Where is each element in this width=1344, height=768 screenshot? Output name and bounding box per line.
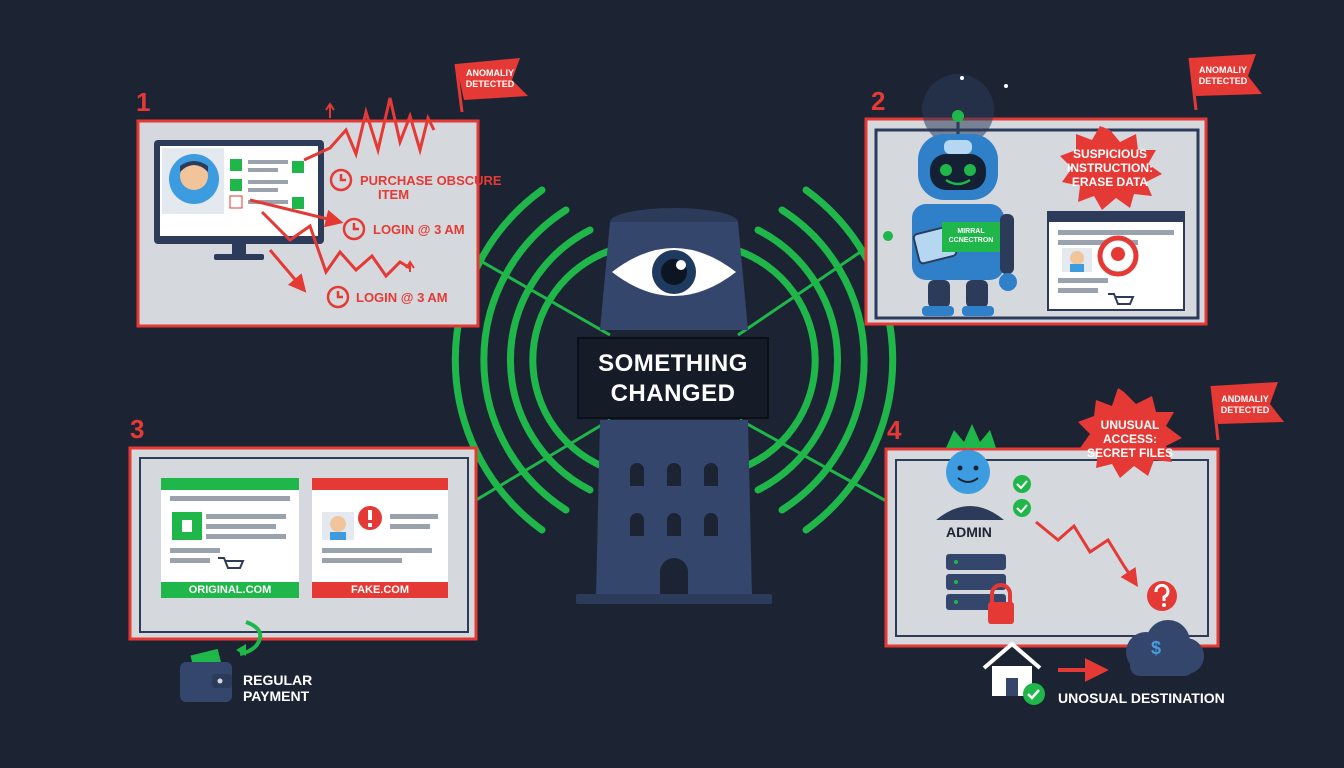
dollar-sign: $ [1151,638,1162,658]
cart-icon [218,557,245,569]
flag-2-line-1: ANOMALIY [1199,65,1247,75]
panel-number-1: 1 [136,87,151,117]
original-browser [161,478,299,598]
padlock-icon [988,583,1014,624]
star-dot [960,76,964,80]
browser-window [1047,211,1185,311]
checklist [229,159,304,209]
panel-1 [136,97,480,328]
robot-tag-line-2: CCNECTRON [948,237,994,244]
fake-site-label: FAKE.COM [350,584,410,596]
payment-line-2: PAYMENT [243,688,310,704]
destination-label: UNOSUAL DESTINATION [1058,690,1225,706]
banner-box [577,337,769,419]
panel-4 [884,424,1220,648]
burst-2 [1060,126,1162,210]
original-site-label: ORIGINAL.COM [188,584,272,596]
flag-1 [454,58,528,113]
flag-4 [1210,382,1284,441]
eye-icon [612,248,736,296]
anomaly-spike-line [303,97,436,162]
server-icon [946,554,1006,610]
crown-icon [946,424,996,448]
burst-2-line-1: SUSPICIOUS [1072,147,1147,161]
flag-1-line-2: DETECTED [465,79,515,89]
connector-lines [455,238,907,514]
flag-2-line-2: DETECTED [1198,76,1248,86]
event-purchase: PURCHASE OBSCURE [360,173,502,188]
check-icon [1013,475,1031,493]
money-cloud-icon [1126,620,1204,676]
admin-label: ADMIN [946,524,992,540]
star-dot [1004,84,1008,88]
flag-1-line-1: ANOMALIY [466,68,514,78]
burst-2-line-3: ERASE DATA [1071,175,1149,189]
wallet-icon [180,648,232,702]
burst-4-line-2: ACCESS: [1102,432,1157,446]
flag-4-line-2: DETECTED [1220,405,1270,415]
panel-2 [864,74,1208,326]
flag-4-line-1: ANDMALIY [1221,394,1269,404]
banner-line-1: SOMETHING [598,350,748,377]
burst-4-line-3: SECRET FILES [1086,446,1173,460]
admin-avatar [936,424,1004,520]
fake-browser [312,478,448,598]
event-purchase-item: ITEM [378,187,410,202]
robot-tag-line-1: MIRRAL [957,228,985,235]
burst-4 [1078,388,1182,478]
burst-4-line-1: UNUSUAL [1100,418,1160,432]
signal-waves [451,186,897,534]
flag-2 [1188,54,1262,111]
banner-line-2: CHANGED [610,380,736,407]
panel-number-2: 2 [871,86,886,116]
clock-icon [326,168,366,309]
panel-number-4: 4 [887,415,902,445]
cart-icon [1108,293,1135,305]
robot-icon [883,74,1017,316]
event-login-2: LOGIN @ 3 AM [356,290,448,305]
burst-2-line-2: INSTRUCTION: [1067,161,1153,175]
panel-3 [128,446,478,641]
event-login-1: LOGIN @ 3 AM [373,222,465,237]
check-icon [1013,499,1031,517]
payment-line-1: REGULAR [243,672,313,688]
panel-number-3: 3 [130,414,145,444]
question-icon [1147,581,1177,611]
